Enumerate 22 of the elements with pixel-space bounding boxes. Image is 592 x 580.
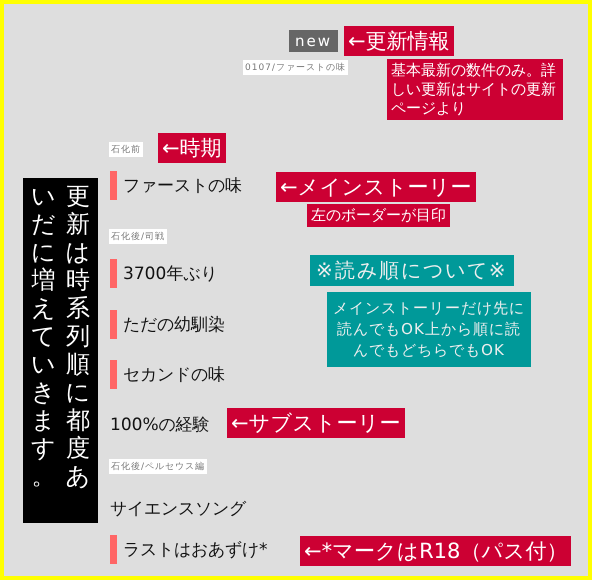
note-panel: メインストーリーだけ先に読んでもOK上から順に読んでもどちらでもOK xyxy=(327,292,531,367)
era-tag: 石化後/ペルセウス編 xyxy=(109,459,208,474)
story-link: ファーストの味 xyxy=(110,171,242,200)
annotation-callout: 基本最新の数件のみ。詳しい更新はサイトの更新ページより xyxy=(387,59,563,120)
update-tag: 0107/ファーストの味 xyxy=(243,60,348,75)
story-link: セカンドの味 xyxy=(110,360,225,389)
annotation-callout: 左のボーダーが目印 xyxy=(307,204,450,227)
annotation-callout: ←時期 xyxy=(158,133,226,163)
annotation-callout: ←更新情報 xyxy=(344,26,454,56)
note-heading: ※読み順について※ xyxy=(310,255,514,286)
story-link: サイエンスソング xyxy=(110,498,246,520)
annotation-callout: ←*マークはR18（パス付） xyxy=(300,536,572,566)
story-link: 3700年ぶり xyxy=(110,259,218,288)
era-tag: 石化後/司戦 xyxy=(109,229,168,244)
annotation-callout: ←メインストーリー xyxy=(276,172,476,202)
annotation-callout: ←サブストーリー xyxy=(227,408,405,438)
new-badge: new xyxy=(289,30,338,52)
story-link: ただの幼馴染 xyxy=(110,310,225,339)
vertical-note-panel: 更新は時系列順に都度あいだに増えていきます。 xyxy=(23,178,98,523)
story-link: ラストはおあずけ* xyxy=(110,535,268,564)
story-link: 100%の経験 xyxy=(110,414,210,436)
era-tag: 石化前 xyxy=(109,142,143,157)
